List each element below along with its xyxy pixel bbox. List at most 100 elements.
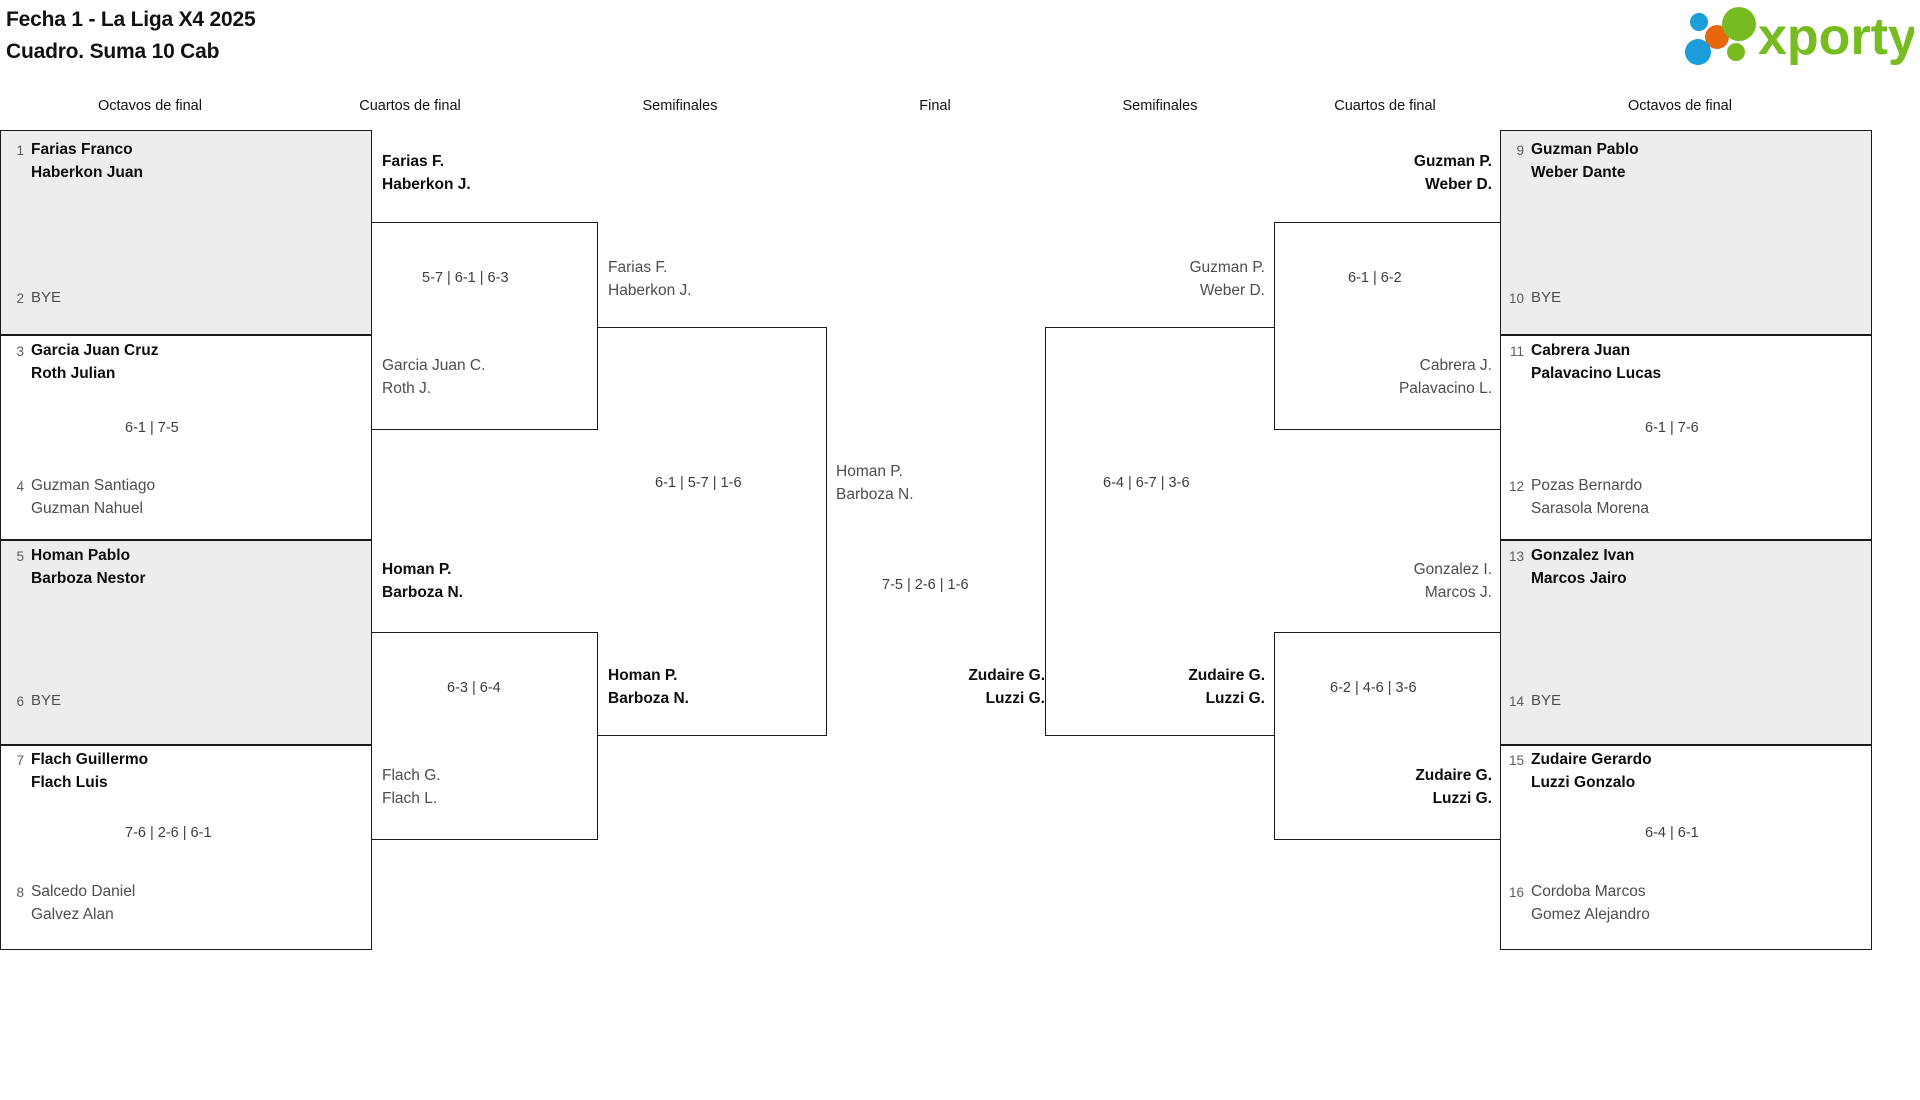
logo-dot-orange (1705, 25, 1729, 49)
seed-number: 4 (16, 479, 24, 494)
sf-right-entry-1[interactable]: Guzman P.Weber D. (1189, 259, 1265, 299)
r16-left-match-4-box[interactable] (0, 745, 372, 950)
r16-left-score-4: 7-6 | 2-6 | 6-1 (125, 825, 212, 841)
qf-left-score-1: 5-7 | 6-1 | 6-3 (422, 270, 509, 286)
seed-number: 7 (16, 753, 24, 768)
round-header-sf-left: Semifinales (642, 98, 718, 114)
logo-wordmark: xporty (1758, 8, 1914, 66)
qf-left-connector-2 (372, 632, 598, 840)
player-names: BYE (31, 289, 62, 306)
player-names: BYE (31, 692, 62, 709)
qf-left-entry-4[interactable]: Flach G.Flach L. (382, 767, 441, 807)
sf-right-entry-2[interactable]: Zudaire G.Luzzi G. (1188, 667, 1265, 707)
round-header-final: Final (919, 98, 951, 114)
logo-dot-green-big (1722, 7, 1756, 41)
r16-right-score-4: 6-4 | 6-1 (1645, 825, 1699, 841)
final-entry-1[interactable]: Homan P.Barboza N. (836, 463, 914, 503)
seed-number: 15 (1508, 753, 1524, 768)
r16-right-match-1-box[interactable] (1500, 130, 1872, 335)
qf-left-connector-1 (372, 222, 598, 430)
seed-number: 3 (16, 344, 24, 359)
seed-number: 10 (1508, 291, 1524, 306)
seed-number: 8 (16, 885, 24, 900)
player-names: BYE (1531, 692, 1562, 709)
sf-right-connector (1045, 327, 1274, 736)
qf-right-entry-4[interactable]: Zudaire G.Luzzi G. (1415, 767, 1492, 807)
seed-number: 11 (1509, 344, 1524, 359)
qf-right-entry-3[interactable]: Gonzalez I.Marcos J. (1413, 561, 1492, 601)
sf-left-entry-2[interactable]: Homan P.Barboza N. (608, 667, 689, 707)
r16-left-score-2: 6-1 | 7-5 (125, 420, 179, 436)
title-line-1: Fecha 1 - La Liga X4 2025 (6, 8, 256, 31)
seed-number: 9 (1516, 143, 1524, 158)
player-names: BYE (1531, 289, 1562, 306)
seed-number: 2 (16, 291, 24, 306)
r16-right-match-3-box[interactable] (1500, 540, 1872, 745)
r16-right-match-4-box[interactable] (1500, 745, 1872, 950)
seed-number: 16 (1508, 885, 1524, 900)
r16-right-entry-14[interactable]: 14 BYE (1502, 689, 1842, 712)
qf-right-entry-1[interactable]: Guzman P.Weber D. (1413, 153, 1492, 193)
final-score: 7-5 | 2-6 | 1-6 (882, 577, 969, 593)
qf-left-entry-1[interactable]: Farias F.Haberkon J. (382, 153, 471, 193)
logo-dot-green-small (1727, 43, 1745, 61)
r16-right-score-2: 6-1 | 7-6 (1645, 420, 1699, 436)
sf-left-score: 6-1 | 5-7 | 1-6 (655, 475, 742, 491)
round-header-qf-right: Cuartos de final (1334, 98, 1436, 114)
seed-number: 1 (16, 143, 24, 158)
sf-left-connector (598, 327, 827, 736)
sf-right-score: 6-4 | 6-7 | 3-6 (1103, 475, 1190, 491)
seed-number: 13 (1508, 549, 1524, 564)
qf-right-score-1: 6-1 | 6-2 (1348, 270, 1402, 286)
round-header-qf-left: Cuartos de final (359, 98, 461, 114)
page-title: Fecha 1 - La Liga X4 2025 Cuadro. Suma 1… (6, 4, 256, 68)
sf-left-entry-1[interactable]: Farias F.Haberkon J. (608, 259, 692, 299)
r16-left-match-2-box[interactable] (0, 335, 372, 540)
r16-left-entry-2[interactable]: 2 BYE (2, 286, 332, 309)
seed-number: 12 (1508, 479, 1524, 494)
seed-number: 5 (16, 549, 24, 564)
qf-left-entry-3[interactable]: Homan P.Barboza N. (382, 561, 463, 601)
round-header-r16-right: Octavos de final (1628, 98, 1732, 114)
r16-right-match-2-box[interactable] (1500, 335, 1872, 540)
seed-number: 14 (1508, 694, 1524, 709)
final-entry-2[interactable]: Zudaire G.Luzzi G. (968, 667, 1045, 707)
qf-right-connector-1 (1274, 222, 1500, 430)
logo-dot-blue-small (1690, 13, 1708, 31)
xporty-logo: xporty (1682, 4, 1914, 66)
r16-right-entry-10[interactable]: 10 BYE (1502, 286, 1842, 309)
title-line-2: Cuadro. Suma 10 Cab (6, 40, 220, 63)
qf-right-entry-2[interactable]: Cabrera J.Palavacino L. (1398, 357, 1492, 397)
qf-right-connector-2 (1274, 632, 1500, 840)
r16-left-match-1-box[interactable] (0, 130, 372, 335)
r16-left-entry-6[interactable]: 6 BYE (2, 689, 332, 712)
r16-left-match-3-box[interactable] (0, 540, 372, 745)
round-header-sf-right: Semifinales (1122, 98, 1198, 114)
round-header-r16-left: Octavos de final (98, 98, 202, 114)
logo-dot-blue-large (1685, 39, 1711, 65)
qf-left-entry-2[interactable]: Garcia Juan C.Roth J. (382, 357, 486, 397)
